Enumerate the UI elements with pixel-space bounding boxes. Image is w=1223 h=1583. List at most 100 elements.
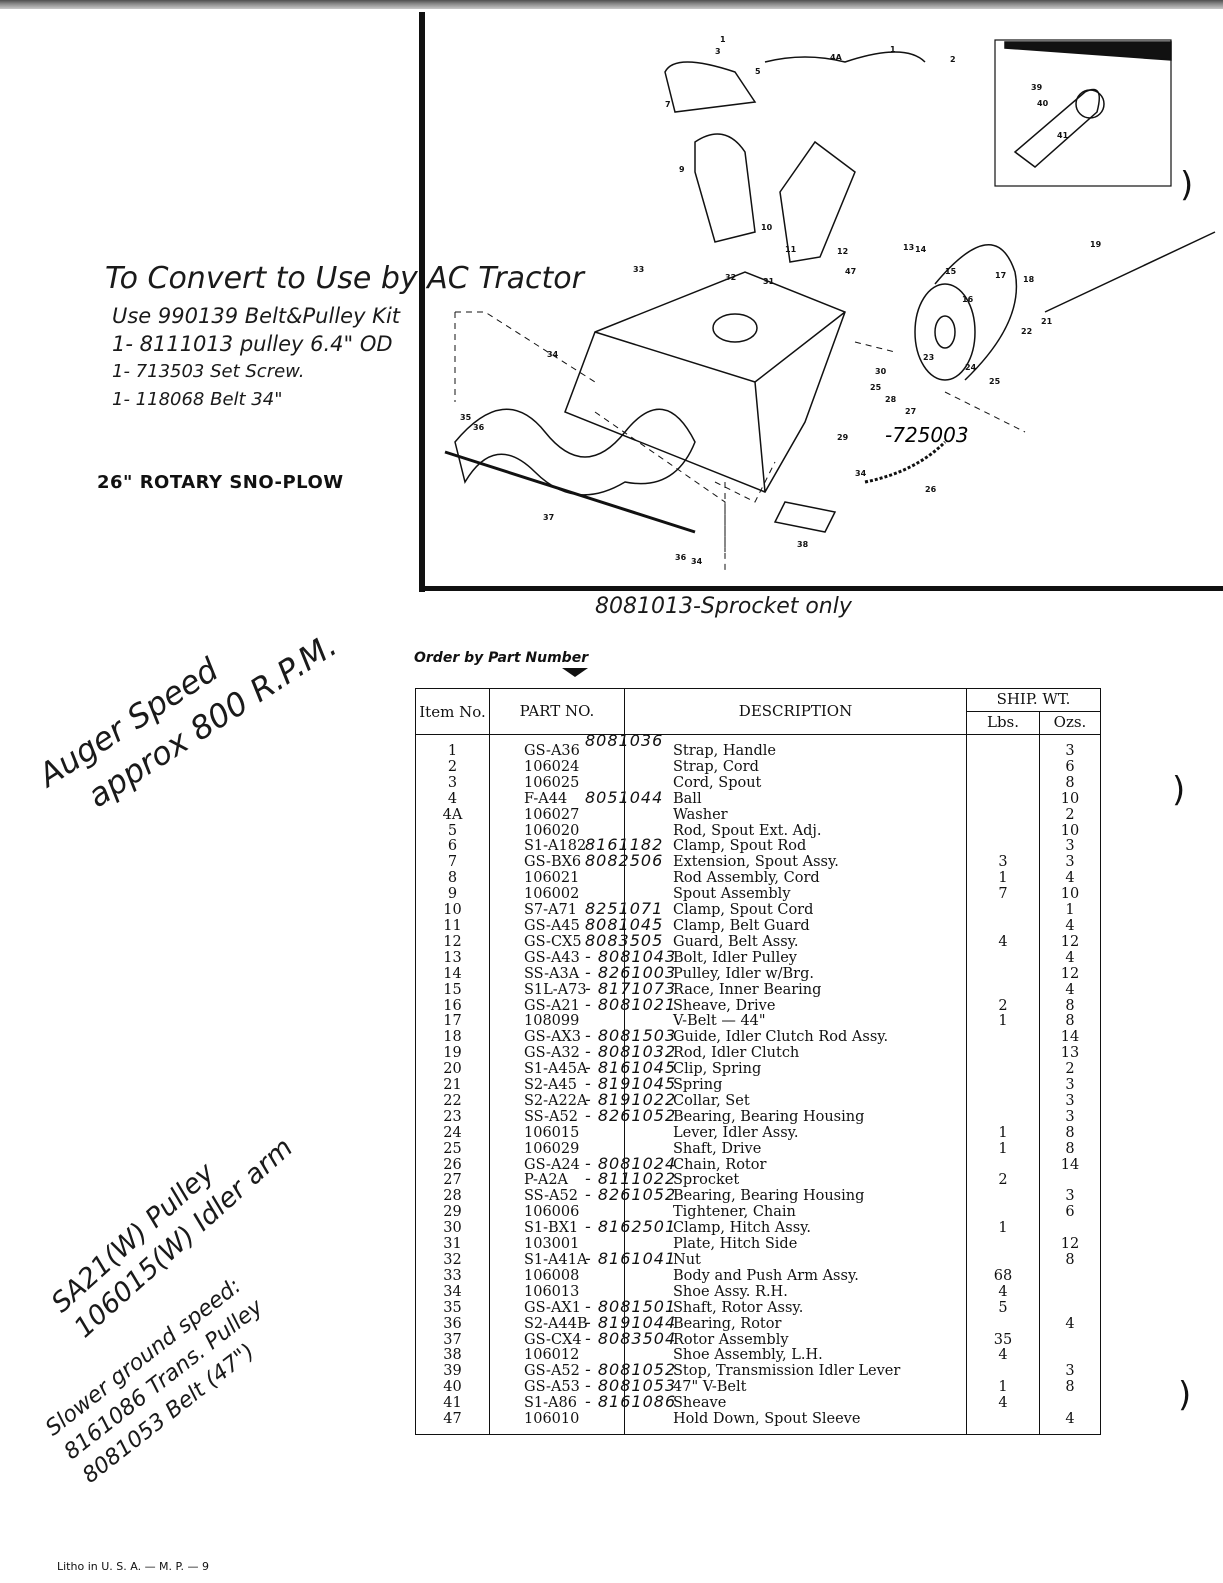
- description-cell: Collar, Set: [624, 1093, 967, 1110]
- convert-note-line: 1- 713503 Set Screw.: [112, 361, 305, 382]
- item-cell: 33: [415, 1268, 490, 1285]
- part-number-cell-text: 106020: [524, 822, 580, 839]
- item-cell: 5: [415, 823, 490, 840]
- item-cell: 24: [415, 1125, 490, 1142]
- lbs-cell-text: 1: [998, 1140, 1008, 1157]
- part-number-cell: SS-A52- 8261052: [490, 1107, 675, 1126]
- description-cell: Sheave, Drive: [624, 998, 967, 1015]
- item-cell: 12: [415, 934, 490, 951]
- part-number-cell-text: GS-A45: [524, 917, 580, 934]
- part-number-cell: GS-A43- 8081043: [490, 948, 675, 967]
- handwritten-part-number: 8083505: [585, 930, 664, 950]
- description-cell-text: Cord, Spout: [673, 774, 762, 791]
- description-cell-text: Bearing, Rotor: [673, 1315, 782, 1332]
- ozs-cell: 4: [1039, 1316, 1101, 1333]
- callout-12: 12: [837, 247, 848, 256]
- description-cell: Guide, Idler Clutch Rod Assy.: [624, 1029, 967, 1047]
- diagram-frame-bottom: [419, 586, 1223, 591]
- lbs-cell: 2: [966, 998, 1040, 1015]
- header-lbs: Lbs.: [966, 711, 1040, 735]
- ozs-cell-text: 4: [1065, 870, 1075, 887]
- ozs-cell: 3: [1039, 734, 1101, 760]
- item-cell: 2: [415, 758, 490, 776]
- part-number-cell: 106006: [490, 1204, 625, 1221]
- callout-9: 9: [679, 165, 685, 174]
- item-cell-text: 20: [443, 1061, 462, 1078]
- handwritten-part-number: - 8081052: [585, 1360, 677, 1380]
- callout-11: 11: [785, 245, 797, 254]
- ozs-cell-text: 3: [1065, 838, 1075, 855]
- handwritten-part-number: 8082506: [585, 851, 664, 871]
- ozs-cell-text: 3: [1065, 1092, 1075, 1109]
- callout-30: 30: [875, 367, 887, 376]
- part-number-cell-text: SS-A3A: [524, 965, 580, 982]
- description-cell-text: Clamp, Hitch Assy.: [673, 1220, 812, 1237]
- ozs-cell: 14: [1039, 1157, 1101, 1174]
- description-cell-text: Clamp, Spout Cord: [673, 902, 814, 919]
- item-cell-text: 23: [443, 1108, 462, 1125]
- ozs-cell-text: 3: [1065, 1188, 1075, 1205]
- ozs-cell-text: 10: [1060, 886, 1080, 903]
- item-cell: 40: [415, 1379, 490, 1397]
- ozs-cell: 4: [1039, 870, 1101, 888]
- lbs-cell: [966, 1093, 1040, 1110]
- part-number-cell: 106012: [490, 1347, 625, 1364]
- ozs-cell: [1039, 1396, 1101, 1413]
- item-cell-text: 1: [447, 743, 458, 759]
- callout-27: 27: [905, 407, 916, 416]
- part-number-cell-text: S2-A44B: [524, 1315, 588, 1332]
- description-cell: Ball: [624, 791, 967, 808]
- sprocket-note: 8081013-Sprocket only: [595, 594, 852, 619]
- item-cell-text: 3: [447, 774, 458, 791]
- handwritten-part-number: 8081045: [585, 914, 664, 934]
- ozs-cell: 4: [1039, 918, 1101, 935]
- ozs-cell: 10: [1039, 823, 1101, 840]
- ozs-cell: 3: [1039, 1092, 1101, 1110]
- inset-belt: [1013, 88, 1100, 168]
- part-number-cell-text: 108099: [524, 1013, 580, 1030]
- lbs-cell-text: 1: [998, 1124, 1008, 1141]
- ozs-cell: 3: [1039, 1363, 1101, 1381]
- description-cell-text: Tightener, Chain: [673, 1204, 796, 1221]
- shoe: [773, 501, 837, 533]
- ozs-cell-text: 2: [1065, 806, 1075, 823]
- description-cell: Spout Assembly: [624, 886, 967, 904]
- item-cell: 29: [415, 1204, 490, 1222]
- part-number-cell: 106027: [490, 807, 625, 824]
- description-cell: Rod Assembly, Cord: [624, 870, 967, 888]
- ozs-cell-text: 4: [1065, 981, 1075, 998]
- item-cell: 16: [415, 998, 490, 1015]
- ozs-cell-text: 8: [1065, 1379, 1075, 1396]
- parts-table: Item No. PART NO. DESCRIPTION SHIP. WT. …: [415, 688, 1101, 1435]
- item-cell-text: 17: [443, 1013, 462, 1030]
- item-cell-text: 29: [443, 1204, 462, 1221]
- part-number-cell: GS-A21- 8081021: [490, 996, 675, 1015]
- description-cell: Chain, Rotor: [624, 1157, 967, 1174]
- part-number-cell-text: S1-A182: [524, 838, 587, 855]
- item-cell: 39: [415, 1363, 490, 1381]
- callout-36b: 36: [675, 553, 687, 562]
- ozs-cell-text: 3: [1065, 743, 1075, 759]
- ozs-cell: 8: [1039, 1141, 1101, 1158]
- lbs-cell: 1: [966, 1220, 1040, 1238]
- v-belt: [934, 244, 1018, 381]
- description-cell-text: Bearing, Bearing Housing: [673, 1188, 865, 1205]
- header-item: Item No.: [415, 688, 490, 735]
- part-number-cell: GS-A45 8081045: [490, 917, 662, 935]
- part-number-cell: 106021: [490, 870, 625, 887]
- ozs-cell-text: 3: [1065, 1077, 1075, 1094]
- ozs-cell-text: 1: [1065, 902, 1075, 919]
- item-cell: 1: [415, 734, 490, 760]
- part-number-cell-text: 106029: [524, 1140, 580, 1157]
- item-cell-text: 2: [447, 758, 458, 775]
- part-number-cell: 106008: [490, 1268, 625, 1285]
- lbs-cell: 68: [966, 1268, 1040, 1285]
- description-cell-text: Washer: [673, 806, 728, 823]
- part-number-cell: S1-A45A- 8161045: [490, 1060, 675, 1078]
